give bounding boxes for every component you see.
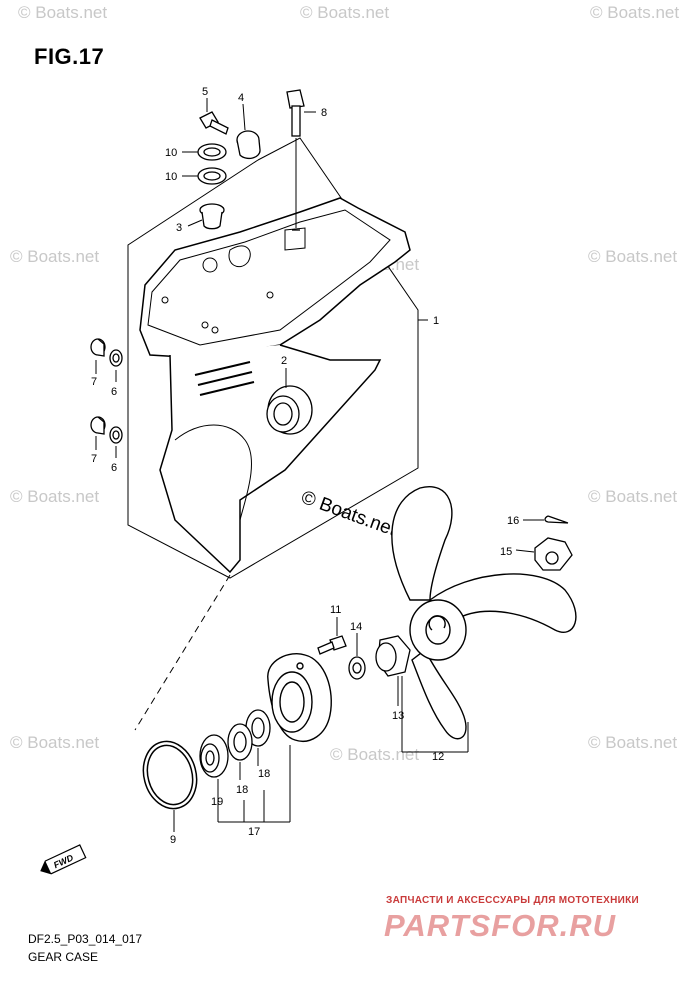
watermark: © Boats.net	[300, 3, 389, 22]
fwd-arrow-icon: FWD	[40, 844, 87, 875]
callout-13: 13	[392, 710, 404, 722]
watermark: © Boats.net	[10, 247, 99, 266]
part-bolt-8	[286, 89, 305, 231]
part-washer-14	[348, 656, 366, 680]
part-seal-10b	[197, 167, 227, 185]
watermark: © Boats.net	[10, 487, 99, 506]
callout-6b: 6	[111, 462, 117, 474]
callout-7a: 7	[91, 376, 97, 388]
part-stopper-13	[375, 635, 411, 677]
watermark: © Boats.net	[330, 745, 419, 764]
gear-case-frame	[127, 137, 428, 579]
callout-10a: 10	[165, 147, 177, 159]
part-propeller-12	[391, 486, 577, 740]
callout-4: 4	[238, 92, 244, 104]
part-bearing-2	[266, 385, 313, 435]
part-washer-6b	[109, 426, 123, 444]
callout-17: 17	[248, 826, 260, 838]
part-nut-15	[534, 537, 573, 571]
gear-case-body	[139, 197, 411, 574]
callout-16: 16	[507, 515, 519, 527]
part-plug-7a	[90, 338, 106, 357]
callout-3: 3	[176, 222, 182, 234]
store-logo: PARTSFOR.RU	[384, 908, 617, 943]
callout-numbers: 1 2 3 4 5 6 6 7 7 8 9 10 10 11 12 13 14 …	[91, 86, 519, 846]
part-seal-18a	[227, 723, 253, 761]
part-o-ring-9	[142, 740, 198, 810]
figure-title: FIG.17	[34, 44, 105, 69]
part-washer-6a	[109, 349, 123, 367]
assembly-axis-line	[134, 574, 231, 731]
callout-11: 11	[330, 604, 341, 616]
callout-19: 19	[211, 796, 223, 808]
watermark: © Boats.net	[590, 3, 679, 22]
watermark: © Boats.net	[588, 733, 677, 752]
leader-lines	[95, 98, 544, 832]
part-bushing-4	[236, 130, 261, 160]
callout-1: 1	[433, 315, 439, 327]
watermark: © Boats.net	[588, 247, 677, 266]
watermark: © Boats.net	[10, 733, 99, 752]
diagram-caption: GEAR CASE	[28, 950, 99, 964]
callout-12: 12	[432, 751, 444, 763]
callout-18b: 18	[258, 768, 270, 780]
diagram-code: DF2.5_P03_014_017	[28, 932, 143, 946]
part-bolt-11	[317, 635, 347, 655]
callout-9: 9	[170, 834, 176, 846]
callout-7b: 7	[91, 453, 97, 465]
callout-10b: 10	[165, 171, 177, 183]
watermark: © Boats.net	[18, 3, 107, 22]
part-carrier-housing	[267, 653, 332, 742]
store-tagline: ЗАПЧАСТИ И АКСЕССУАРЫ ДЛЯ МОТОТЕХНИКИ	[386, 895, 639, 906]
watermark: © Boats.net	[588, 487, 677, 506]
part-plug-3	[199, 203, 225, 230]
callout-14: 14	[350, 621, 362, 633]
callout-2: 2	[281, 355, 287, 367]
part-cotter-pin-16	[544, 515, 569, 524]
callout-15: 15	[500, 546, 512, 558]
watermark-center: © Boats.net	[298, 487, 399, 541]
callout-6a: 6	[111, 386, 117, 398]
callout-8: 8	[321, 107, 327, 119]
part-plug-7b	[90, 416, 106, 435]
callout-18a: 18	[236, 784, 248, 796]
part-seal-10a	[197, 143, 227, 161]
callout-5: 5	[202, 86, 208, 98]
part-bolt-5	[199, 111, 229, 135]
part-bearing-19	[199, 734, 229, 778]
